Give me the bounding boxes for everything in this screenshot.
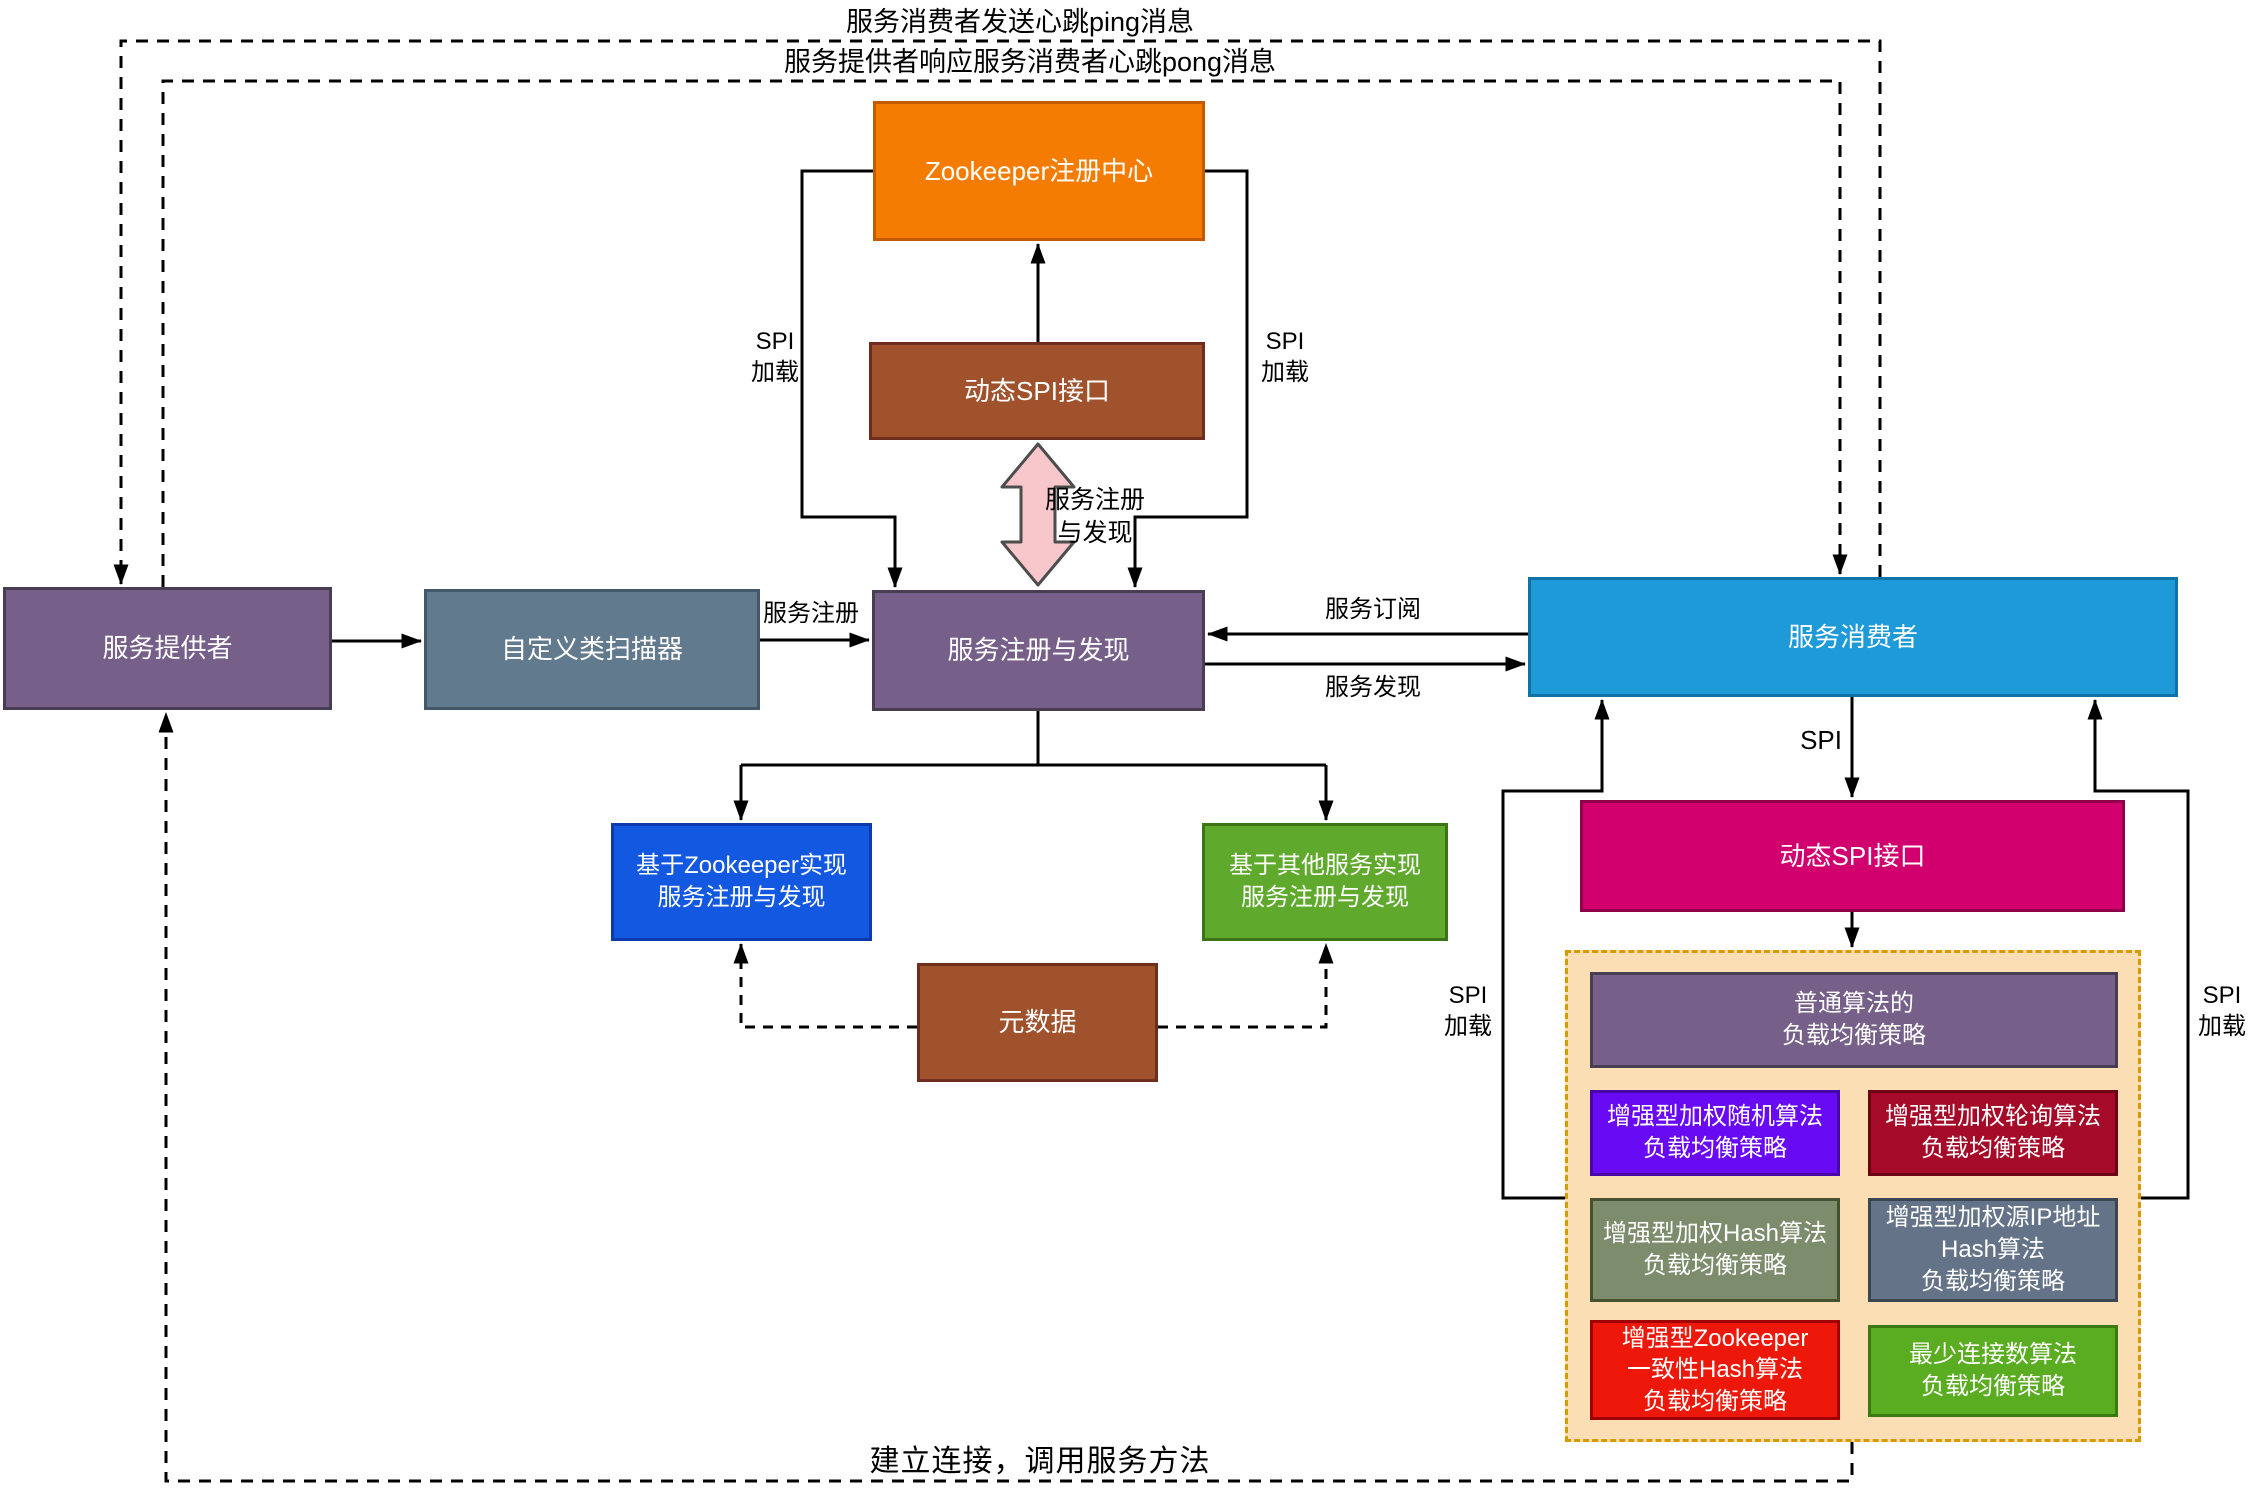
node-lb-zk-hash: 增强型Zookeeper 一致性Hash算法 负载均衡策略 — [1590, 1320, 1840, 1420]
edge-label-reg-disc: 服务注册 与发现 — [1044, 486, 1145, 547]
edge-label-service-register: 服务注册 — [763, 600, 859, 627]
node-dynamic-spi-right: 动态SPI接口 — [1580, 800, 2125, 912]
edge-ping — [113, 39, 1882, 585]
node-zookeeper-registry: Zookeeper注册中心 — [873, 101, 1205, 241]
node-class-scanner: 自定义类扫描器 — [424, 589, 760, 710]
node-service-consumer: 服务消费者 — [1528, 577, 2178, 697]
node-lb-source-ip: 增强型加权源IP地址 Hash算法 负载均衡策略 — [1868, 1198, 2118, 1302]
edge-label-spi: SPI — [1800, 725, 1842, 755]
node-lb-hash: 增强型加权Hash算法 负载均衡策略 — [1590, 1198, 1840, 1302]
node-lb-least-conn: 最少连接数算法 负载均衡策略 — [1868, 1325, 2118, 1417]
node-service-registry: 服务注册与发现 — [872, 590, 1205, 711]
edge-label-connect-message: 建立连接，调用服务方法 — [869, 1445, 1211, 1478]
edge-spiload-left-bottom — [1501, 699, 1610, 1200]
edge-label-spi-load-bottom-left: SPI 加载 — [1444, 982, 1492, 1041]
node-lb-random: 增强型加权随机算法 负载均衡策略 — [1590, 1090, 1840, 1176]
node-other-impl: 基于其他服务实现 服务注册与发现 — [1202, 823, 1448, 941]
node-metadata: 元数据 — [917, 963, 1158, 1082]
edge-registry-split — [741, 711, 1326, 767]
edge-pong — [161, 79, 1848, 587]
edge-label-service-subscribe: 服务订阅 — [1325, 596, 1421, 623]
edge-connect — [158, 712, 1854, 1483]
edge-spiload-right-top — [1127, 169, 1249, 588]
edge-spiload-right-bottom — [2087, 699, 2190, 1200]
edge-spiload-left-top — [800, 169, 903, 588]
edge-label-service-discovery: 服务发现 — [1325, 674, 1421, 701]
node-lb-round-robin: 增强型加权轮询算法 负载均衡策略 — [1868, 1090, 2118, 1176]
edge-label-spi-load-top-left: SPI 加载 — [751, 328, 799, 387]
edge-label-ping-message: 服务消费者发送心跳ping消息 — [845, 7, 1195, 37]
edge-metadata-to-otherimpl — [1158, 943, 1334, 1029]
node-lb-header: 普通算法的 负载均衡策略 — [1590, 972, 2118, 1068]
node-zookeeper-impl: 基于Zookeeper实现 服务注册与发现 — [611, 823, 872, 941]
node-service-provider: 服务提供者 — [3, 587, 332, 710]
edge-label-pong-message: 服务提供者响应服务消费者心跳pong消息 — [783, 47, 1277, 77]
edge-label-spi-load-bottom-right: SPI 加载 — [2198, 982, 2246, 1041]
edge-label-spi-load-top-right: SPI 加载 — [1261, 328, 1309, 387]
edge-metadata-to-zkimpl — [733, 943, 917, 1029]
node-dynamic-spi-top: 动态SPI接口 — [869, 342, 1205, 440]
double-arrow-reg-disc — [1000, 442, 1076, 587]
